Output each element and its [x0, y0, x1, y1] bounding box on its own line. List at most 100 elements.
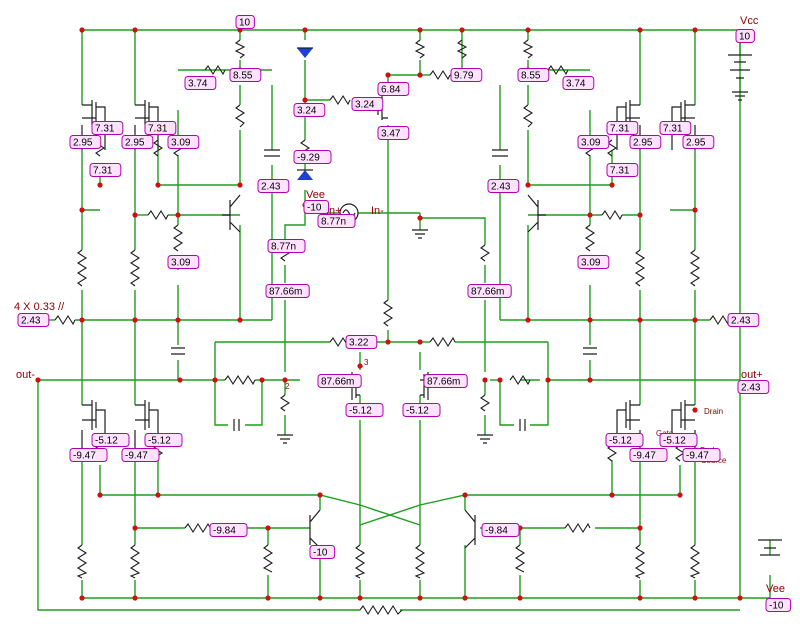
voltage-box-r-r2: 87.66m: [467, 284, 512, 298]
voltage-box-bl-a: -5.12: [91, 433, 130, 447]
voltage-value: 3.22: [349, 338, 369, 349]
junction-dot: [132, 212, 138, 218]
voltage-box-m-left-src: -5.12: [345, 403, 384, 417]
junction-dot: [385, 339, 391, 345]
junction-dot: [132, 317, 138, 323]
voltage-box-diff-drain: 6.84: [377, 82, 410, 96]
voltage-box-l-m2-b: 2.95: [121, 135, 154, 149]
voltage-value: 8.55: [521, 71, 541, 82]
junction-dot: [637, 212, 643, 218]
junction-dot: [35, 377, 41, 383]
voltage-box-top-rail: 10: [235, 15, 255, 29]
voltage-value: 8.77n: [321, 217, 346, 228]
junction-dot: [587, 377, 593, 383]
junction-dot: [737, 595, 743, 601]
junction-dot: [677, 492, 683, 498]
voltage-value: 3.09: [171, 258, 191, 269]
vee-bottom-label: Vee: [766, 583, 785, 595]
voltage-value: 3.24: [297, 106, 317, 117]
voltage-value: 2.43: [491, 182, 511, 193]
voltage-value: 2.43: [21, 316, 41, 327]
voltage-value: -5.12: [95, 436, 118, 447]
voltage-box-out-plus: 2.43: [737, 380, 770, 394]
voltage-box-vcc: 10: [735, 29, 755, 43]
junction-dot: [175, 317, 181, 323]
voltage-value: -5.12: [406, 406, 429, 417]
voltage-box-r-cap: 2.43: [487, 179, 520, 193]
junction-dot: [302, 97, 308, 103]
bipolar-transistors: [222, 194, 546, 549]
voltage-value: 2.43: [731, 316, 751, 327]
voltage-value: 2.95: [73, 138, 93, 149]
voltage-box-l-m1-a: 7.31: [91, 121, 124, 135]
junction-dot: [525, 317, 531, 323]
drain-label: Drain: [704, 407, 723, 416]
voltage-value: -10: [307, 203, 322, 214]
junction-dot: [132, 27, 138, 33]
junction-dot: [587, 317, 593, 323]
voltage-box-trim-left: 3.74: [184, 76, 217, 90]
junction-dot: [79, 595, 85, 601]
voltage-value: 3.09: [581, 258, 601, 269]
voltage-box-br-b: -9.47: [629, 448, 668, 462]
voltage-box-bot-left-n: -10: [309, 545, 336, 559]
junction-dot: [237, 182, 243, 188]
junction-dot: [302, 27, 308, 33]
voltage-value: 3.09: [581, 138, 601, 149]
voltage-box-r-n1: 3.09: [577, 135, 610, 149]
voltage-value: 10: [739, 32, 751, 43]
vcc-label: Vcc: [740, 15, 759, 27]
junction-dot: [462, 492, 468, 498]
resistors: [54, 39, 731, 616]
voltage-box-vee-bottom: -10: [765, 598, 792, 612]
voltage-box-r-m1-a: 7.31: [659, 121, 692, 135]
zener-diodes: [297, 47, 313, 180]
junction-dot: [525, 27, 531, 33]
node-3-label: 3: [364, 358, 369, 367]
junction-dot: [692, 595, 698, 601]
voltage-box-r-m1-b: 2.95: [682, 135, 715, 149]
voltage-value: -9.47: [125, 451, 148, 462]
voltage-value: 10: [239, 18, 251, 29]
junction-dot: [609, 182, 615, 188]
voltage-box-br-c: -5.12: [659, 433, 698, 447]
voltage-value: 7.31: [663, 124, 683, 135]
voltage-value: -9.47: [686, 451, 709, 462]
junction-dot: [317, 595, 323, 601]
junction-dot: [212, 377, 218, 383]
voltage-box-diff-gate: 3.24: [351, 97, 384, 111]
junction-dot: [637, 27, 643, 33]
voltage-box-r-m2-b: 2.95: [629, 135, 662, 149]
junction-dot: [517, 595, 523, 601]
voltage-box-r-n2: 3.09: [577, 255, 610, 269]
grounds: [277, 54, 782, 556]
voltage-box-br-a: -5.12: [605, 433, 644, 447]
voltage-box-r-m2-a: 7.31: [606, 121, 639, 135]
junction-dot: [545, 377, 551, 383]
voltage-value: -9.29: [297, 153, 320, 164]
junction-dot: [177, 377, 183, 383]
voltage-value: 3.47: [381, 129, 401, 140]
voltage-value: 7.31: [93, 166, 113, 177]
voltage-box-center-node: 3.22: [345, 335, 378, 349]
junction-dot: [417, 27, 423, 33]
junction-dot: [462, 595, 468, 601]
voltage-box-out-left: 2.43: [17, 313, 50, 327]
voltage-value: -9.47: [633, 451, 656, 462]
junction-dot: [79, 27, 85, 33]
voltage-value: 3.24: [355, 100, 375, 111]
junction-dot: [132, 525, 138, 531]
voltage-box-br-d: -9.47: [682, 448, 721, 462]
voltage-value: 3.09: [171, 138, 191, 149]
voltage-box-l-m-mid: 7.31: [89, 163, 122, 177]
voltage-box-bias-left: 8.55: [229, 68, 262, 82]
voltage-value: -9.47: [73, 451, 96, 462]
voltage-value: 3.74: [188, 79, 208, 90]
voltage-box-top-center-r: 9.79: [450, 68, 483, 82]
wires: [37, 29, 771, 611]
voltage-value: 7.31: [610, 124, 630, 135]
junction-dot: [482, 377, 488, 383]
voltage-value: 7.31: [148, 124, 168, 135]
voltage-box-m-right-src: -5.12: [402, 403, 441, 417]
